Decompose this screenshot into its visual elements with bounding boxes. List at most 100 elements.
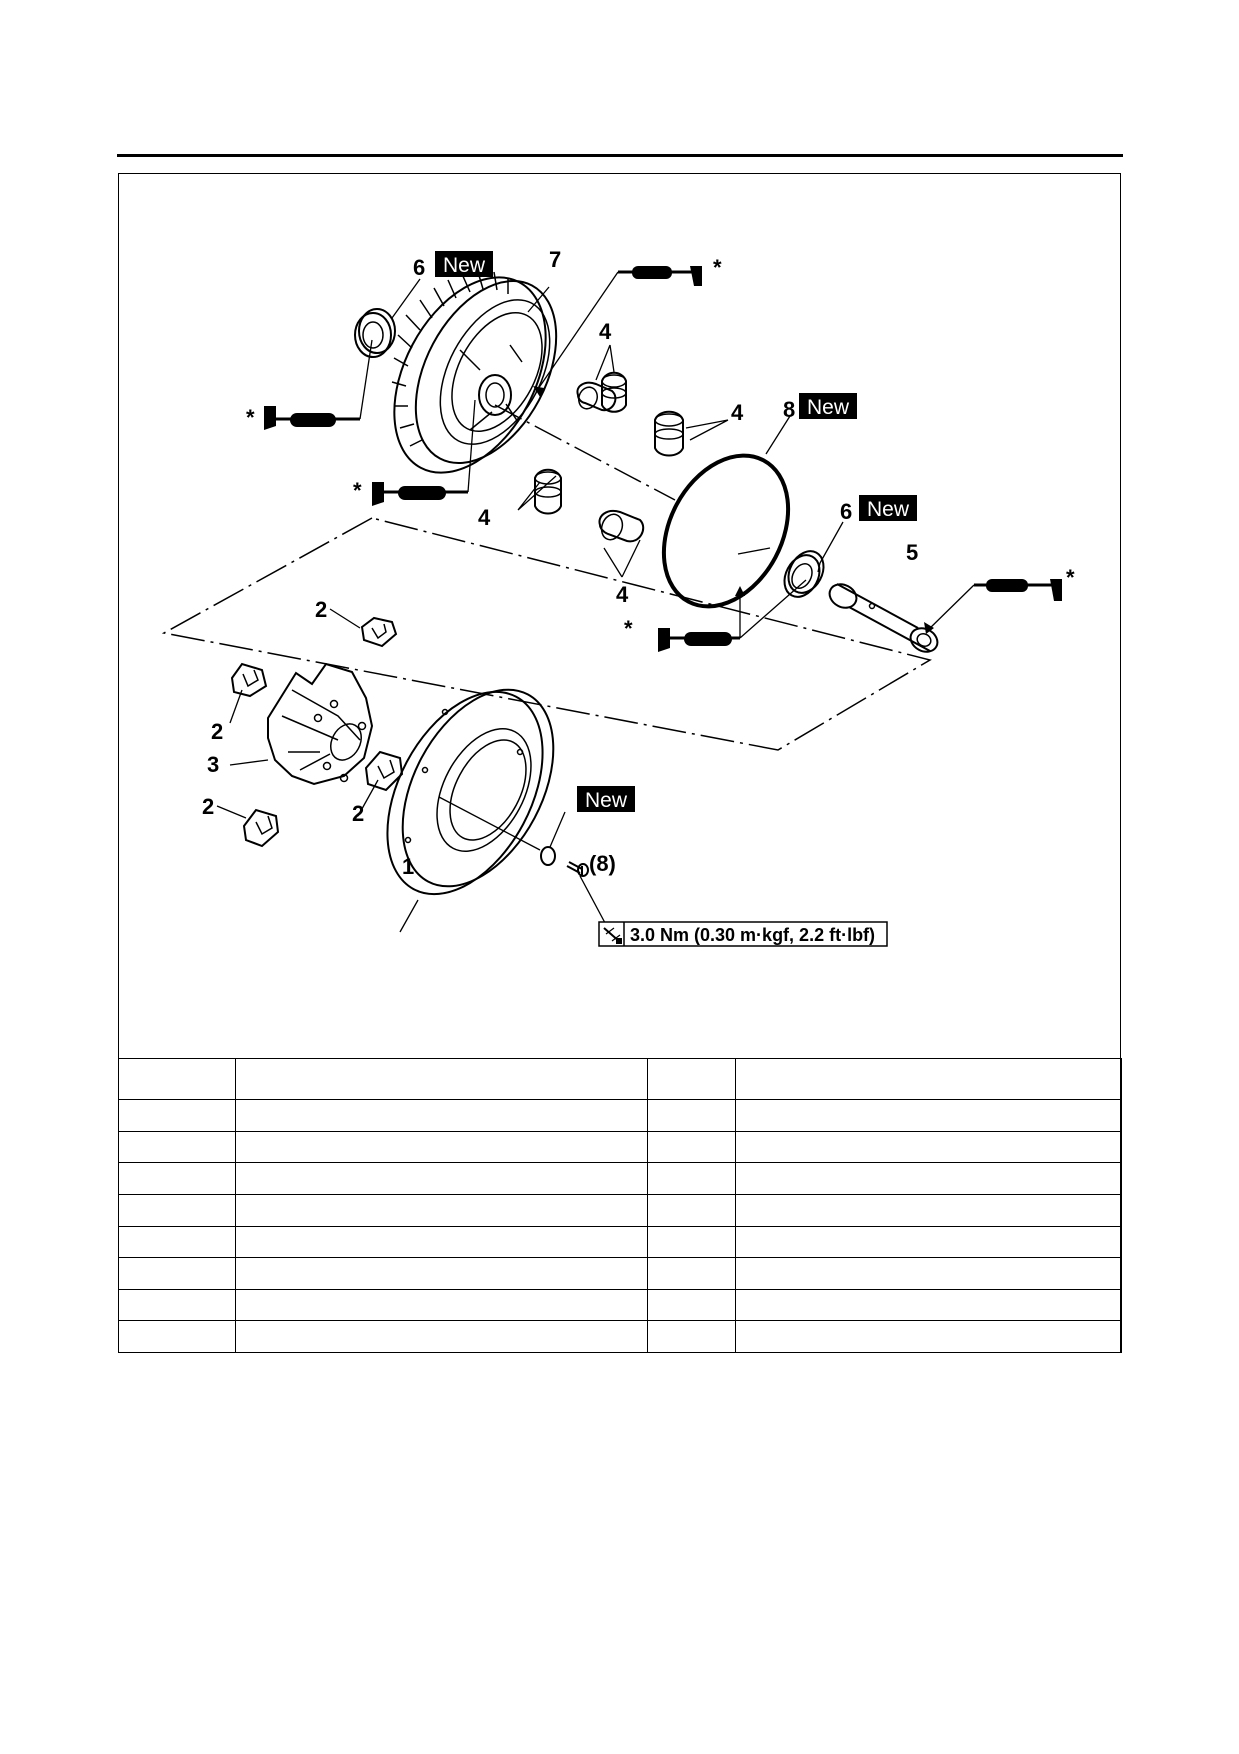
table-cell <box>647 1162 736 1195</box>
leader-lines <box>216 271 975 937</box>
grease-symbol-2 <box>264 406 360 430</box>
asterisk-grease-5: * <box>1066 565 1075 590</box>
assembly-outline <box>161 517 932 751</box>
torque-value: 3.0 Nm (0.30 m·kgf, 2.2 ft·lbf) <box>630 925 875 945</box>
grease-symbol-5 <box>974 579 1062 601</box>
table-cell <box>735 1130 1122 1164</box>
table-row <box>118 1288 1122 1322</box>
table-cell <box>118 1225 236 1259</box>
table-cell <box>235 1130 648 1164</box>
weight-3 <box>654 410 684 457</box>
washer <box>540 846 556 866</box>
table-row <box>118 1099 1122 1132</box>
slider-3 <box>364 750 404 792</box>
callout-4-left: 4 <box>478 505 491 530</box>
axis-line <box>494 404 676 501</box>
callout-2-bottom: 2 <box>202 794 214 819</box>
parts-table <box>118 1058 1122 1353</box>
table-cell <box>118 1162 236 1195</box>
table-cell <box>647 1288 736 1322</box>
new-badge-o-ring: New <box>799 393 857 419</box>
callout-4-top: 4 <box>599 319 612 344</box>
callout-8: 8 <box>783 397 795 422</box>
table-cell <box>235 1193 648 1227</box>
table-row <box>118 1130 1122 1164</box>
callout-6-top: 6 <box>413 255 425 280</box>
asterisk-grease-2: * <box>246 405 255 430</box>
table-cell <box>735 1193 1122 1227</box>
table-cell <box>235 1288 648 1322</box>
asterisk-grease-4: * <box>624 616 633 641</box>
table-cell <box>235 1099 648 1132</box>
svg-text:New: New <box>443 254 486 277</box>
callout-2-left: 2 <box>211 719 223 744</box>
table-cell <box>118 1193 236 1227</box>
cam-plate <box>267 662 374 786</box>
new-badge-washer: New <box>577 786 635 812</box>
table-cell <box>647 1320 736 1353</box>
table-row <box>118 1320 1122 1353</box>
oil-seal-lower <box>783 550 825 598</box>
header-rule <box>117 154 1123 157</box>
grease-symbol-4 <box>658 628 740 652</box>
weight-2 <box>576 381 617 412</box>
slider-2 <box>230 662 268 698</box>
collar <box>828 583 939 653</box>
table-row <box>118 1225 1122 1259</box>
table-cell <box>647 1058 736 1100</box>
table-cell <box>235 1162 648 1195</box>
torque-wrench-icon <box>603 927 622 944</box>
weight-5 <box>598 510 645 543</box>
arrowheads <box>533 386 934 634</box>
grease-symbol-3 <box>372 482 468 506</box>
callout-6-right: 6 <box>840 499 852 524</box>
callout-8-bolt: (8) <box>589 851 616 876</box>
asterisk-grease-1: * <box>713 255 722 280</box>
o-ring <box>661 453 791 609</box>
svg-text:New: New <box>867 498 910 521</box>
table-cell <box>118 1058 236 1100</box>
table-cell <box>118 1288 236 1322</box>
table-row <box>118 1257 1122 1290</box>
table-row <box>118 1162 1122 1195</box>
table-cell <box>647 1225 736 1259</box>
table-cell <box>735 1257 1122 1290</box>
table-cell <box>118 1099 236 1132</box>
diagram-frame <box>118 173 1121 1353</box>
table-cell <box>235 1257 648 1290</box>
callout-4-bottom: 4 <box>616 582 629 607</box>
table-cell <box>235 1225 648 1259</box>
grease-symbol-1 <box>618 266 702 286</box>
table-cell <box>647 1257 736 1290</box>
table-cell <box>735 1288 1122 1322</box>
svg-text:New: New <box>807 396 850 419</box>
new-badge-oil-seal-lower: New <box>859 495 917 521</box>
svg-text:New: New <box>585 789 628 812</box>
callout-2-top: 2 <box>315 597 327 622</box>
table-cell <box>735 1225 1122 1259</box>
callout-4-right: 4 <box>731 400 744 425</box>
table-cell <box>735 1162 1122 1195</box>
new-badge-oil-seal-upper: New <box>435 251 493 277</box>
table-cell <box>118 1320 236 1353</box>
table-row <box>118 1193 1122 1227</box>
table-cell <box>735 1099 1122 1132</box>
table-cell <box>118 1257 236 1290</box>
callout-1: 1 <box>402 854 414 879</box>
callout-5: 5 <box>906 540 918 565</box>
slider-1 <box>360 616 398 648</box>
table-cell <box>235 1058 648 1100</box>
bolt <box>566 861 589 877</box>
torque-spec-box: 3.0 Nm (0.30 m·kgf, 2.2 ft·lbf) <box>598 921 888 947</box>
table-cell <box>735 1058 1122 1100</box>
oil-seal-upper <box>354 308 396 358</box>
table-cell <box>647 1099 736 1132</box>
slider-4 <box>242 808 280 848</box>
table-cell <box>735 1320 1122 1353</box>
table-cell <box>118 1130 236 1164</box>
table-cell <box>647 1193 736 1227</box>
table-cell <box>235 1320 648 1353</box>
callout-7: 7 <box>549 247 561 272</box>
movable-sheave <box>386 688 555 896</box>
